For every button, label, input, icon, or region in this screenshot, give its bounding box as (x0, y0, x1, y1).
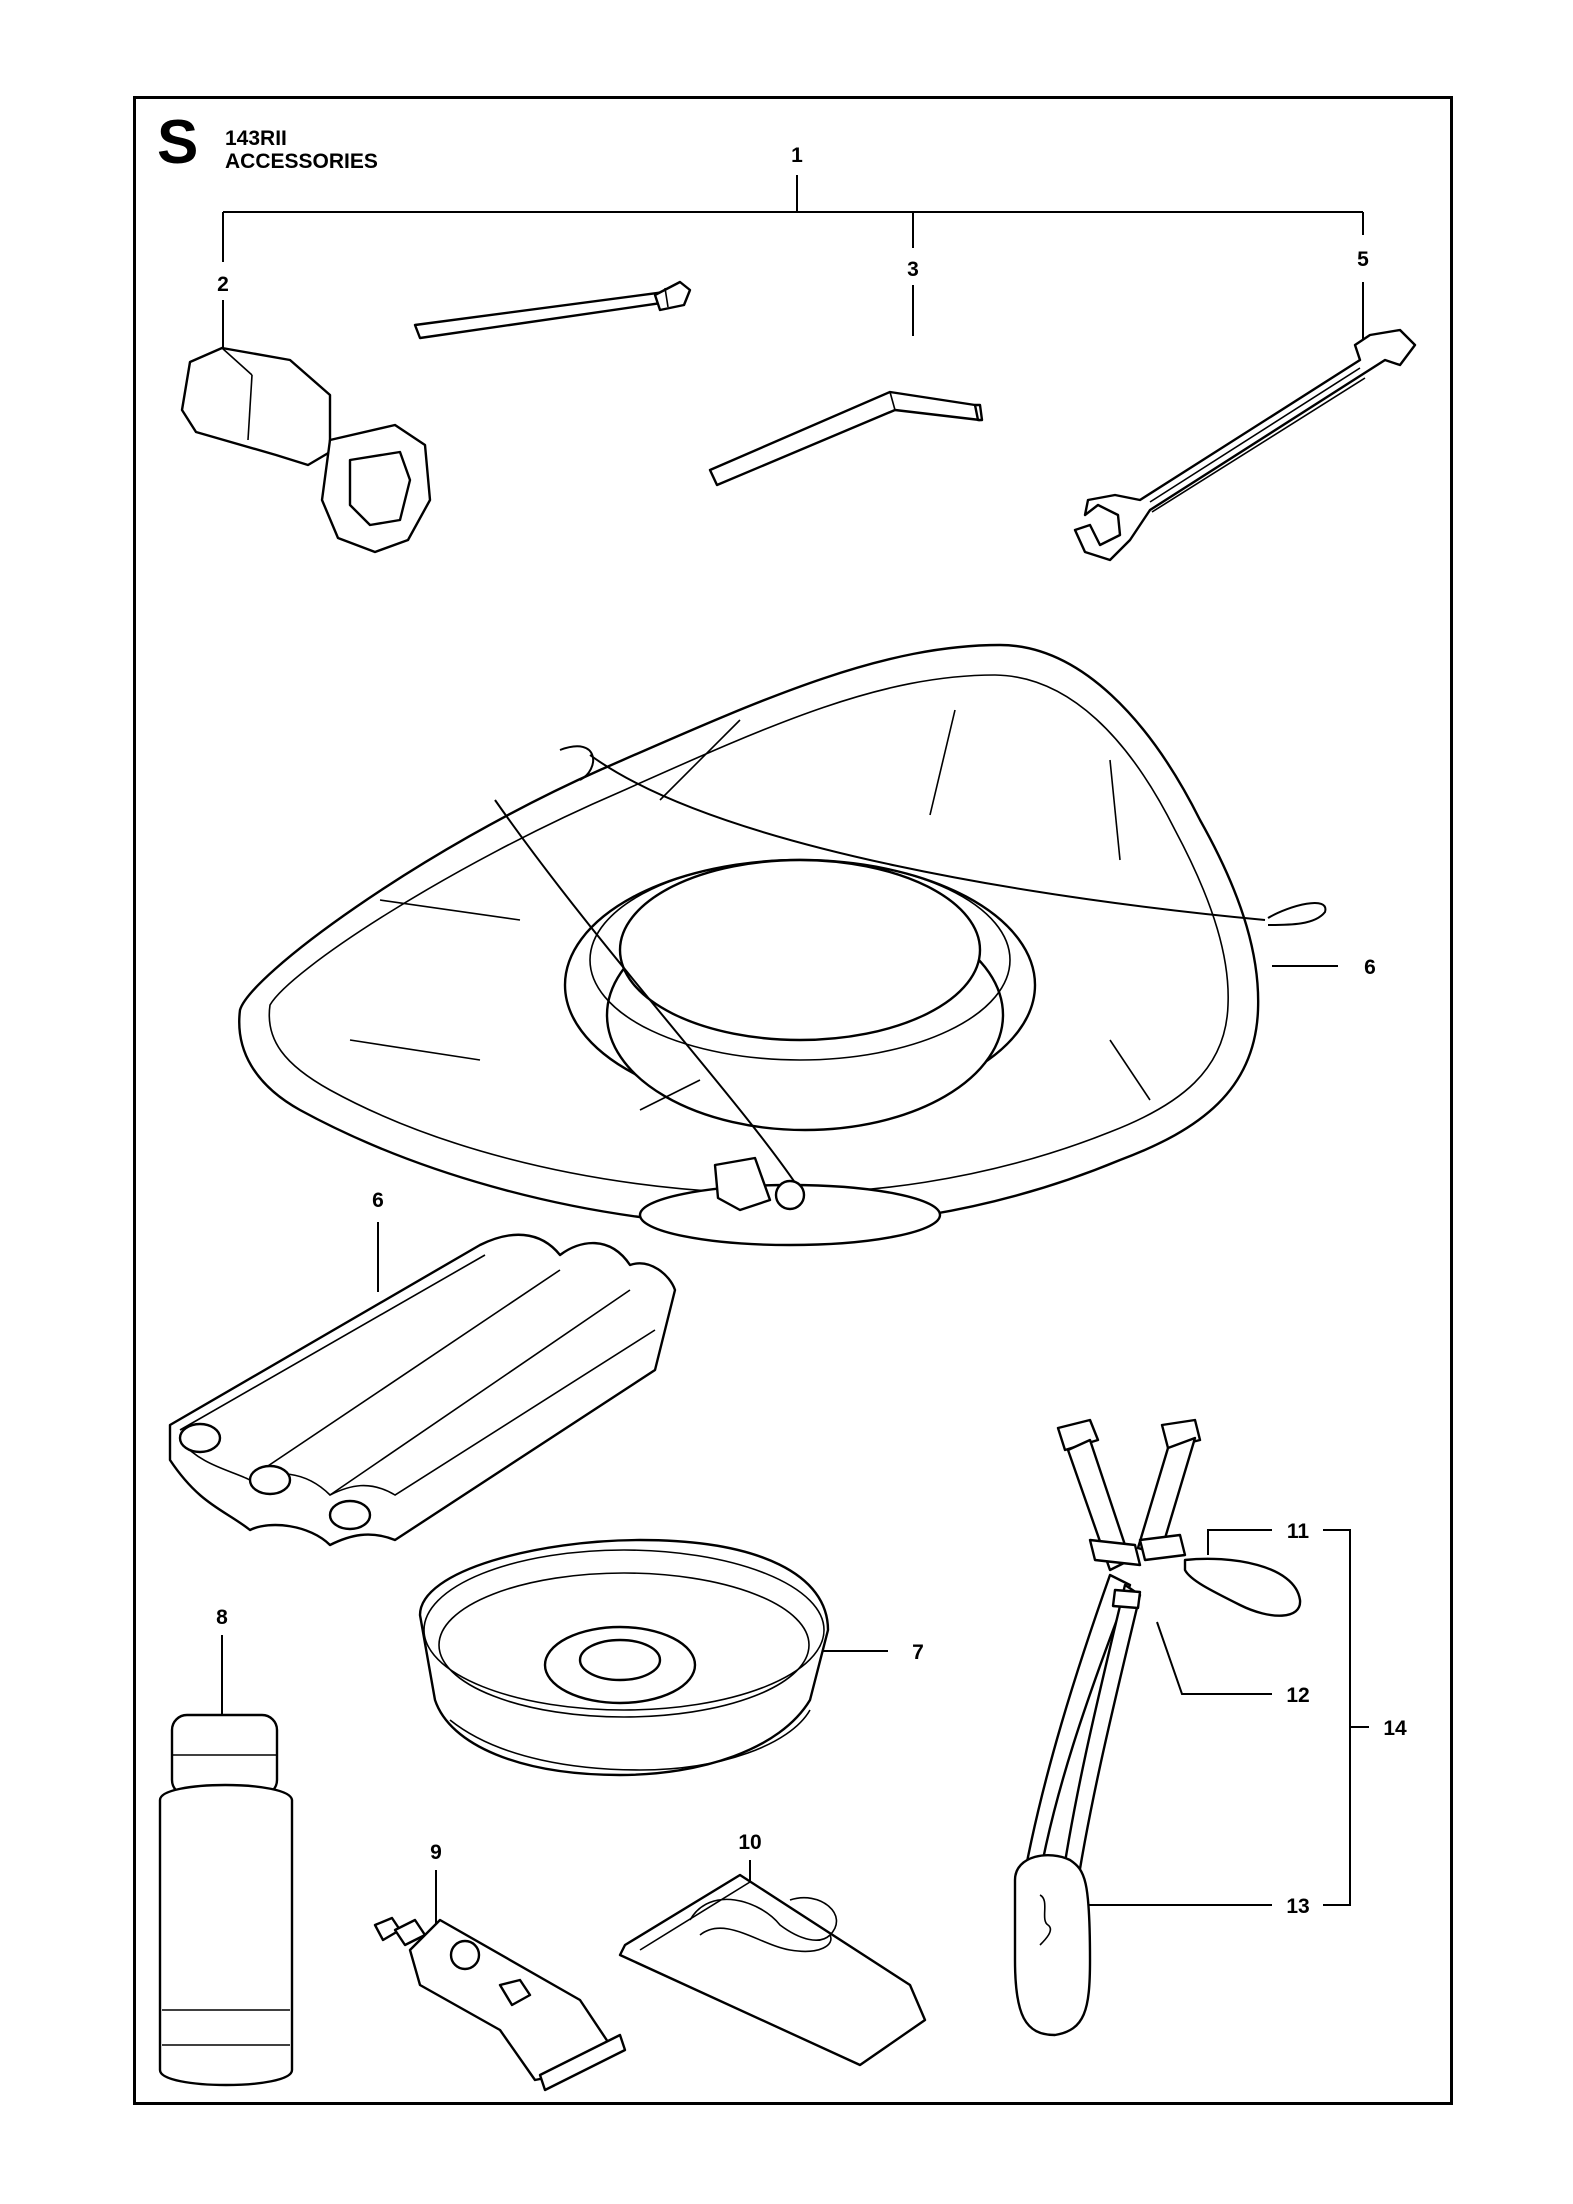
part-oil-bottle (158, 1713, 294, 2087)
callout-6-plate: 6 (372, 1189, 384, 1212)
callout-5: 5 (1357, 248, 1369, 271)
part-hex-key (708, 390, 984, 487)
callout-7: 7 (912, 1641, 924, 1664)
callout-13: 13 (1286, 1895, 1309, 1918)
callout-10: 10 (738, 1831, 761, 1854)
diagram-frame (133, 96, 1453, 2105)
part-sealed-packet (618, 1873, 927, 2067)
model-name: 143RII (225, 127, 287, 150)
callout-6-guard: 6 (1364, 956, 1376, 979)
part-wrench (1073, 328, 1417, 562)
callout-8: 8 (216, 1606, 228, 1629)
callout-labels: 1 2 3 5 6 6 7 8 9 10 11 12 13 14 (216, 144, 1407, 1918)
part-harness (1013, 1418, 1302, 2037)
callout-1: 1 (791, 144, 803, 167)
callout-3: 3 (907, 258, 919, 281)
section-letter: S (157, 108, 199, 177)
part-guard-plate (168, 1233, 677, 1547)
part-combination-spanner (180, 280, 692, 554)
part-grease-tube (373, 1916, 627, 2092)
callout-11: 11 (1287, 1520, 1310, 1543)
part-trimmer-guard (238, 643, 1327, 1247)
callout-12: 12 (1286, 1684, 1309, 1707)
callout-9: 9 (430, 1841, 442, 1864)
callout-2: 2 (217, 273, 229, 296)
part-bowl (418, 1538, 830, 1777)
callout-14: 14 (1383, 1717, 1407, 1740)
section-title: ACCESSORIES (225, 150, 378, 173)
